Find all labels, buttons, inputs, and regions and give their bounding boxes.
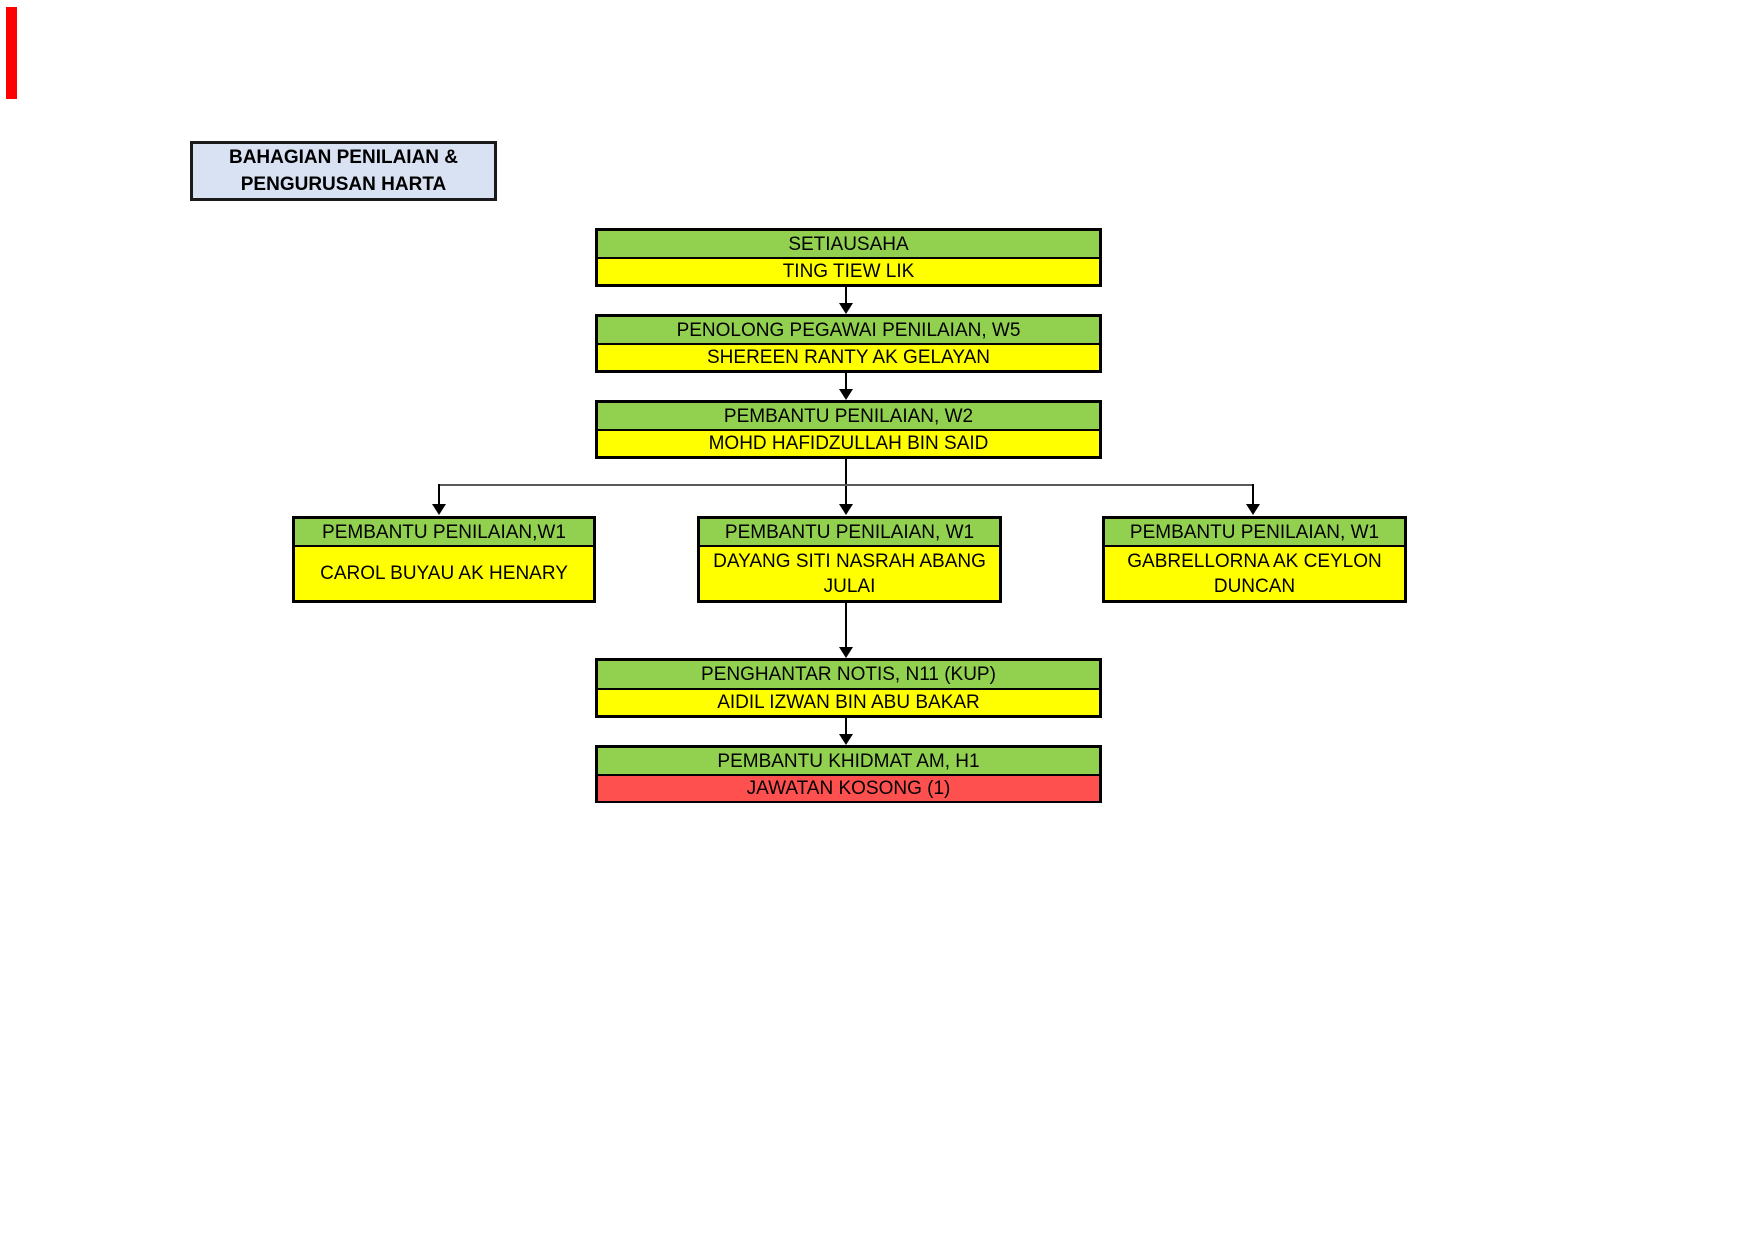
red-flag-marker (6, 7, 17, 99)
node-name-cell: AIDIL IZWAN BIN ABU BAKAR (598, 690, 1099, 715)
department-title-line1: BAHAGIAN PENILAIAN & (228, 147, 459, 168)
node-role-cell: PENOLONG PEGAWAI PENILAIAN, W5 (598, 317, 1099, 345)
branch-connector-line (438, 484, 1254, 486)
node-name-cell: SHEREEN RANTY AK GELAYAN (598, 345, 1099, 370)
org-node-penolong-pegawai-penilaian-w5: PENOLONG PEGAWAI PENILAIAN, W5 SHEREEN R… (595, 314, 1102, 373)
arrow-down-icon (839, 504, 853, 515)
department-title-box: BAHAGIAN PENILAIAN & PENGURUSAN HARTA (190, 141, 497, 201)
node-name-cell: DAYANG SITI NASRAH ABANG JULAI (700, 547, 999, 600)
arrow-down-icon (839, 303, 853, 314)
org-node-pembantu-khidmat-am-h1: PEMBANTU KHIDMAT AM, H1 JAWATAN KOSONG (… (595, 745, 1102, 803)
node-role-cell: PEMBANTU PENILAIAN,W1 (295, 519, 593, 547)
arrow-down-icon (839, 734, 853, 745)
connector-line (845, 603, 847, 648)
node-name-cell: CAROL BUYAU AK HENARY (295, 547, 593, 600)
connector-line (438, 484, 440, 505)
connector-line (845, 287, 847, 304)
node-role-cell: PEMBANTU PENILAIAN, W1 (1105, 519, 1404, 547)
node-role-cell: PENGHANTAR NOTIS, N11 (KUP) (598, 661, 1099, 690)
org-node-pembantu-penilaian-w1-left: PEMBANTU PENILAIAN,W1 CAROL BUYAU AK HEN… (292, 516, 596, 603)
org-node-pembantu-penilaian-w2: PEMBANTU PENILAIAN, W2 MOHD HAFIDZULLAH … (595, 400, 1102, 459)
org-node-pembantu-penilaian-w1-middle: PEMBANTU PENILAIAN, W1 DAYANG SITI NASRA… (697, 516, 1002, 603)
org-node-penghantar-notis-n11: PENGHANTAR NOTIS, N11 (KUP) AIDIL IZWAN … (595, 658, 1102, 718)
connector-line (1252, 484, 1254, 505)
arrow-down-icon (432, 504, 446, 515)
connector-line (845, 459, 847, 504)
node-role-cell: PEMBANTU PENILAIAN, W1 (700, 519, 999, 547)
node-role-cell: SETIAUSAHA (598, 231, 1099, 259)
node-name-cell: MOHD HAFIDZULLAH BIN SAID (598, 431, 1099, 456)
node-name-cell: TING TIEW LIK (598, 259, 1099, 284)
arrow-down-icon (839, 389, 853, 400)
node-role-cell: PEMBANTU KHIDMAT AM, H1 (598, 748, 1099, 776)
org-node-setiausaha: SETIAUSAHA TING TIEW LIK (595, 228, 1102, 287)
node-role-cell: PEMBANTU PENILAIAN, W2 (598, 403, 1099, 431)
node-vacancy-cell: JAWATAN KOSONG (1) (598, 776, 1099, 801)
node-name-cell: GABRELLORNA AK CEYLON DUNCAN (1105, 547, 1404, 600)
connector-line (845, 718, 847, 735)
arrow-down-icon (839, 647, 853, 658)
department-title-line2: PENGURUSAN HARTA (240, 174, 447, 195)
org-node-pembantu-penilaian-w1-right: PEMBANTU PENILAIAN, W1 GABRELLORNA AK CE… (1102, 516, 1407, 603)
connector-line (845, 373, 847, 390)
arrow-down-icon (1246, 504, 1260, 515)
